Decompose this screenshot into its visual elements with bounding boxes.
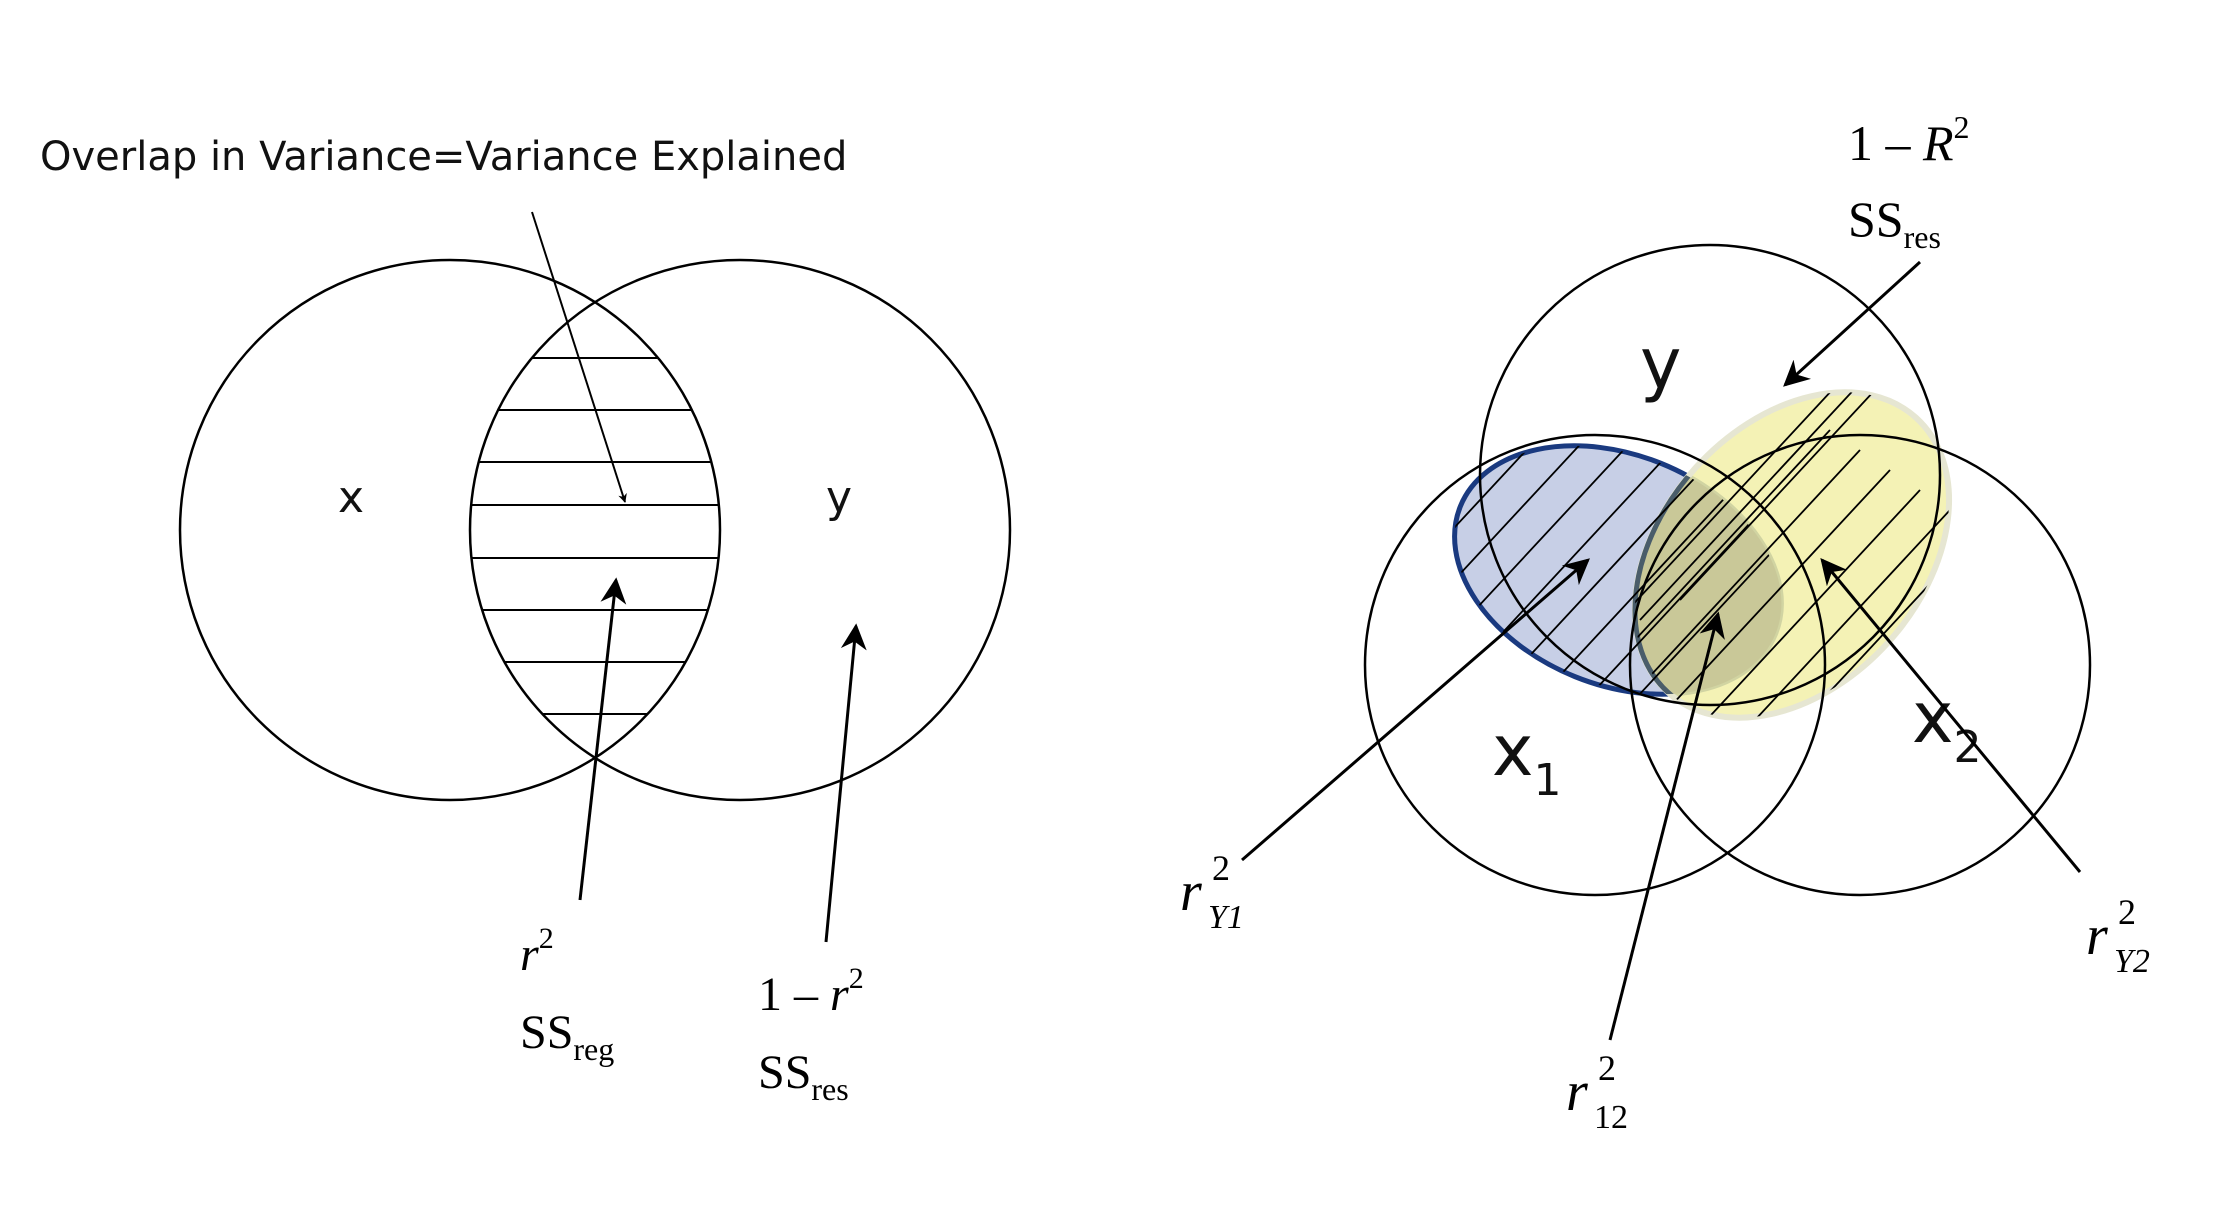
circle-x2-label: x2 (1912, 677, 1981, 773)
left-caption: Overlap in Variance=Variance Explained (40, 134, 847, 180)
circle-y-label: y (1640, 323, 1681, 405)
circle-x (178, 258, 722, 802)
r-y1-arrow (1241, 558, 1590, 862)
r-12-label: r 2 12 (1566, 1048, 1628, 1136)
svg-text:2: 2 (1212, 848, 1230, 888)
explained-r2: r2 (520, 922, 554, 981)
circle-x1-label: x1 (1492, 710, 1561, 806)
svg-text:r: r (1566, 1061, 1588, 1123)
svg-text:12: 12 (1594, 1099, 1628, 1136)
svg-text:2: 2 (2118, 892, 2136, 932)
residual-arrow (1783, 260, 1922, 387)
r-y1-label: r 2 Y1 (1180, 848, 1244, 936)
r-y2-arrow (1820, 557, 2082, 873)
residual-1-r2: 1 – r2 (758, 962, 864, 1021)
overlap-hatching (470, 260, 1010, 800)
svg-text:2: 2 (1598, 1048, 1616, 1088)
circle-x1 (1363, 433, 1827, 897)
circle-y (1478, 243, 1942, 707)
r-y2-label: r 2 Y2 (2086, 892, 2150, 980)
r-12-arrow (1608, 611, 1725, 1041)
svg-text:r: r (1180, 861, 1202, 923)
circle-y (468, 258, 1012, 802)
right-residual-ss-res: SSres (1848, 191, 1941, 255)
svg-text:Y1: Y1 (1208, 899, 1244, 936)
left-venn-diagram: Overlap in Variance=Variance Explained (40, 134, 1012, 1107)
circle-x2 (1628, 433, 2092, 897)
circle-y-label: y (826, 472, 852, 523)
residual-ss-res: SSres (758, 1046, 849, 1107)
circle-x-label: x (338, 472, 364, 523)
residual-arrow (824, 623, 867, 943)
explained-ss-reg: SSreg (520, 1006, 614, 1067)
explained-arrow (578, 577, 627, 901)
overlap-region (470, 357, 720, 715)
right-residual-1-R2: 1 – R2 (1848, 109, 1970, 171)
svg-text:Y2: Y2 (2114, 943, 2150, 980)
right-venn-diagram: y x1 x2 1 – R2 SSres r 2 Y1 r 2 12 r 2 Y… (1180, 109, 2150, 1136)
svg-text:r: r (2086, 905, 2108, 967)
hatch-lines (470, 260, 1010, 800)
caption-arrow (531, 211, 627, 503)
